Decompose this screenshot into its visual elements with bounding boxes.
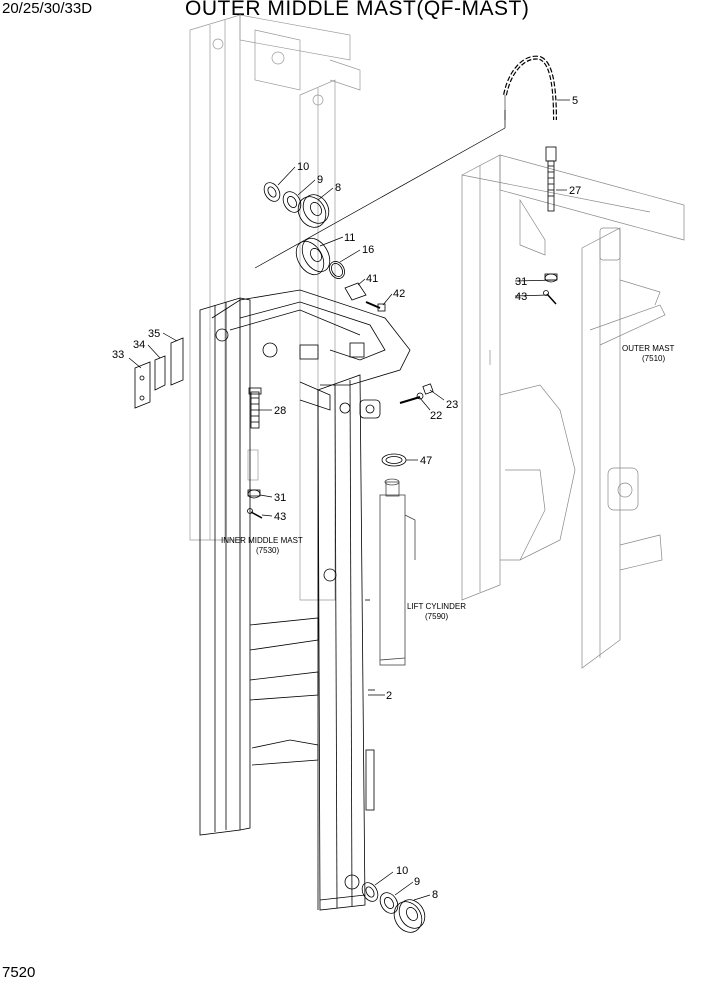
lift-cylinder-code: (7590) [425,612,448,621]
outer-mast-drawing [461,154,685,669]
callout-2: 2 [386,690,392,702]
outer-mast-code: (7510) [642,354,665,363]
callout-27: 27 [569,185,581,197]
outer-middle-mast-drawing [199,289,411,911]
callout-31-left: 31 [274,492,286,504]
callout-43-right: 43 [515,291,527,303]
anchor-bolt-upper-drawing [543,146,558,305]
chain-drawing [503,55,557,121]
callout-labels: 5 27 10 9 8 11 16 41 42 31 43 35 34 33 2… [112,95,581,901]
callout-22: 22 [430,410,442,422]
callout-43-left: 43 [274,511,286,523]
bolt-22-23-drawing [399,383,434,404]
callout-28: 28 [274,405,286,417]
lower-roller-group-drawing [361,882,426,933]
outer-mast-name: OUTER MAST [622,344,675,353]
assembly-captions: OUTER MAST (7510) INNER MIDDLE MAST (753… [221,344,675,621]
leader-lines [128,99,570,901]
callout-8-lower: 8 [432,889,438,901]
callout-31-right: 31 [515,276,527,288]
upper-roller-group-drawing [263,182,386,312]
callout-34: 34 [133,339,145,351]
callout-10-upper: 10 [297,161,309,173]
callout-8-upper: 8 [335,182,341,194]
callout-9-lower: 9 [414,876,420,888]
callout-16: 16 [362,244,374,256]
o-ring-drawing [381,453,407,467]
lift-cylinder-name: LIFT CYLINDER [407,602,466,611]
lift-cylinder-drawing [379,478,416,666]
callout-23: 23 [446,399,458,411]
callout-10-lower: 10 [396,865,408,877]
callout-47: 47 [420,455,432,467]
callout-9-upper: 9 [317,174,323,186]
callout-42: 42 [393,288,405,300]
inner-middle-mast-code: (7530) [256,546,279,555]
model-label: 20/25/30/33D [2,0,93,17]
callout-35: 35 [148,328,160,340]
callout-33: 33 [112,349,124,361]
callout-11: 11 [344,232,355,244]
inner-middle-mast-name: INNER MIDDLE MAST [221,536,303,545]
anchor-bolt-lower-drawing [247,387,263,519]
side-plates-drawing [134,337,184,409]
callout-5: 5 [572,95,578,107]
page-title: OUTER MIDDLE MAST(QF-MAST) [185,0,530,20]
callout-41: 41 [366,273,378,285]
page-number: 7520 [2,964,36,981]
